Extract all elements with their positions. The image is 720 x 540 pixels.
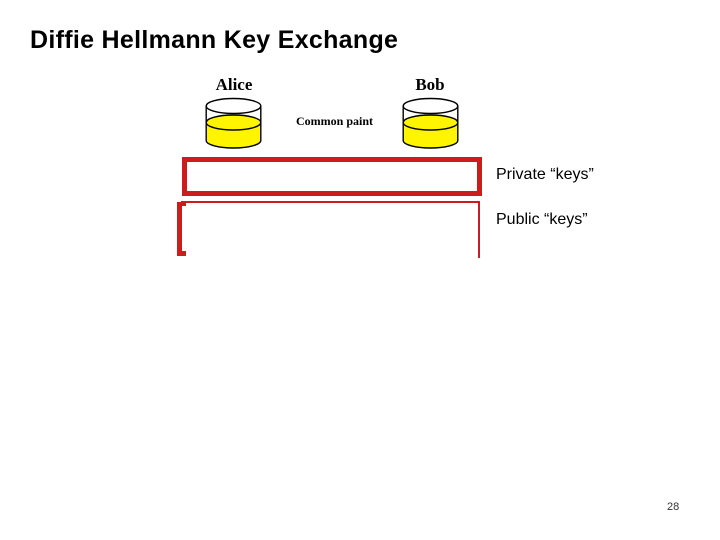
alice-paint-can-icon: [205, 97, 262, 149]
private-keys-box: [182, 157, 482, 196]
public-keys-label: Public “keys”: [496, 211, 588, 228]
bob-label: Bob: [415, 75, 445, 94]
private-keys-label: Private “keys”: [496, 166, 594, 183]
public-keys-box: [181, 201, 480, 258]
bob-paint-can-icon: [402, 97, 459, 149]
alice-label: Alice: [215, 75, 253, 94]
public-keys-bracket: [177, 202, 186, 256]
slide-title: Diffie Hellmann Key Exchange: [30, 26, 399, 54]
page-number: 28: [667, 501, 680, 513]
common-paint-label: Common paint: [296, 114, 374, 128]
